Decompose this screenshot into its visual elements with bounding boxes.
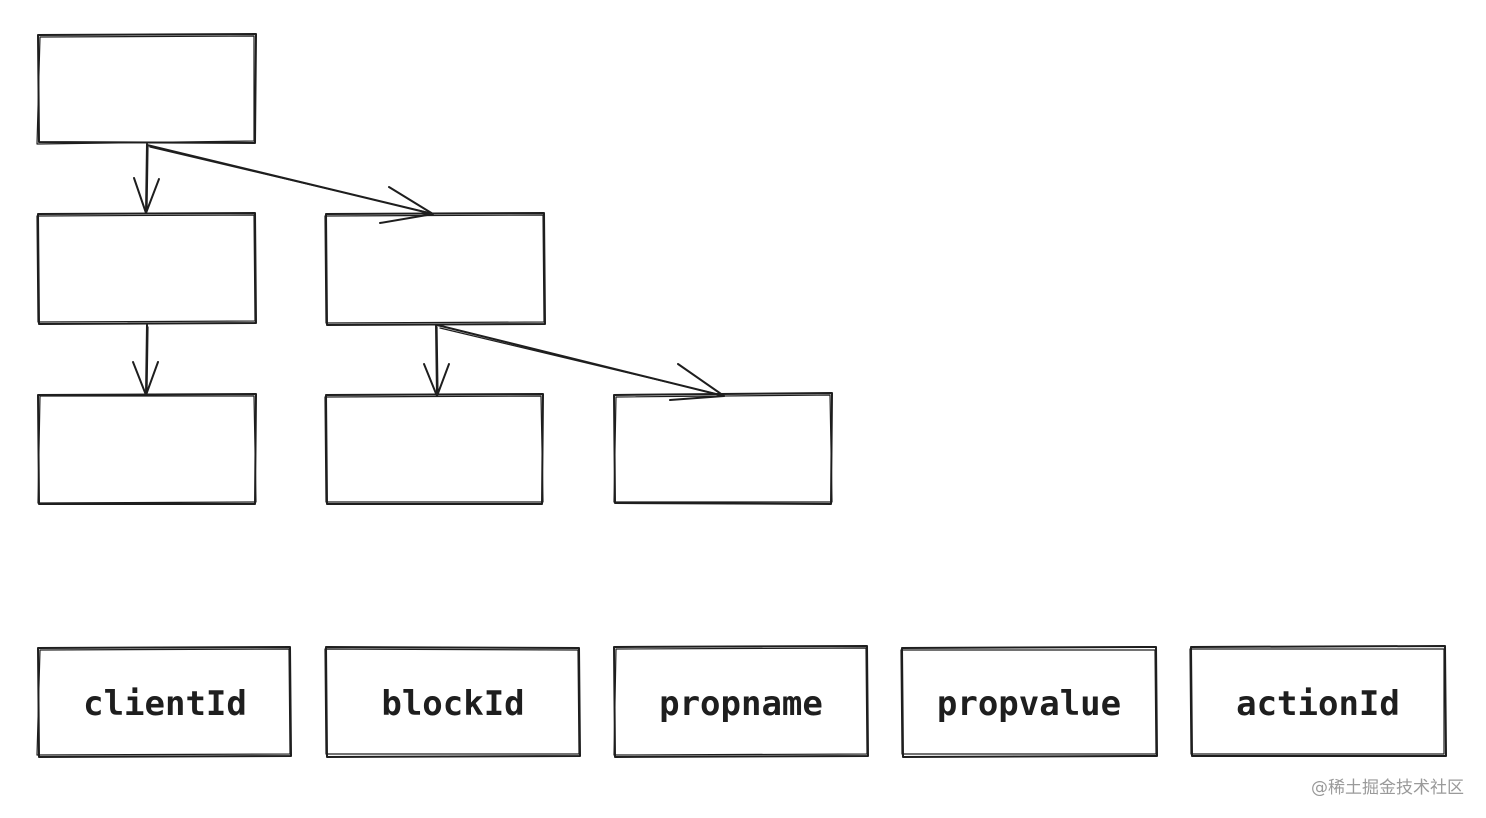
- tree-node-level1-left: [36, 212, 257, 325]
- arrow-left-to-child: [132, 324, 159, 396]
- arrow-root-to-left: [133, 143, 160, 214]
- arrow-root-to-right: [146, 144, 434, 224]
- field-box-clientId: [36, 646, 292, 758]
- tree-node-level2-b: [324, 393, 544, 505]
- tree-node-level1-right: [324, 212, 546, 326]
- tree-node-root: [36, 33, 257, 145]
- field-box-blockId: [324, 646, 581, 758]
- field-box-actionId: [1189, 645, 1447, 757]
- field-label-propname: propname: [659, 684, 823, 724]
- field-label-propvalue: propvalue: [937, 684, 1121, 724]
- field-box-propname: [613, 645, 869, 758]
- tree-node-level2-c: [613, 392, 833, 505]
- field-label-blockId: blockId: [381, 684, 524, 724]
- tree-node-level2-a: [37, 393, 257, 505]
- arrow-right-to-child-c: [436, 324, 725, 401]
- watermark-text: @稀土掘金技术社区: [1311, 778, 1464, 798]
- field-box-propvalue: [900, 646, 1158, 758]
- field-label-clientId: clientId: [83, 684, 247, 724]
- field-label-actionId: actionId: [1236, 684, 1400, 724]
- arrow-right-to-child-b: [423, 324, 450, 397]
